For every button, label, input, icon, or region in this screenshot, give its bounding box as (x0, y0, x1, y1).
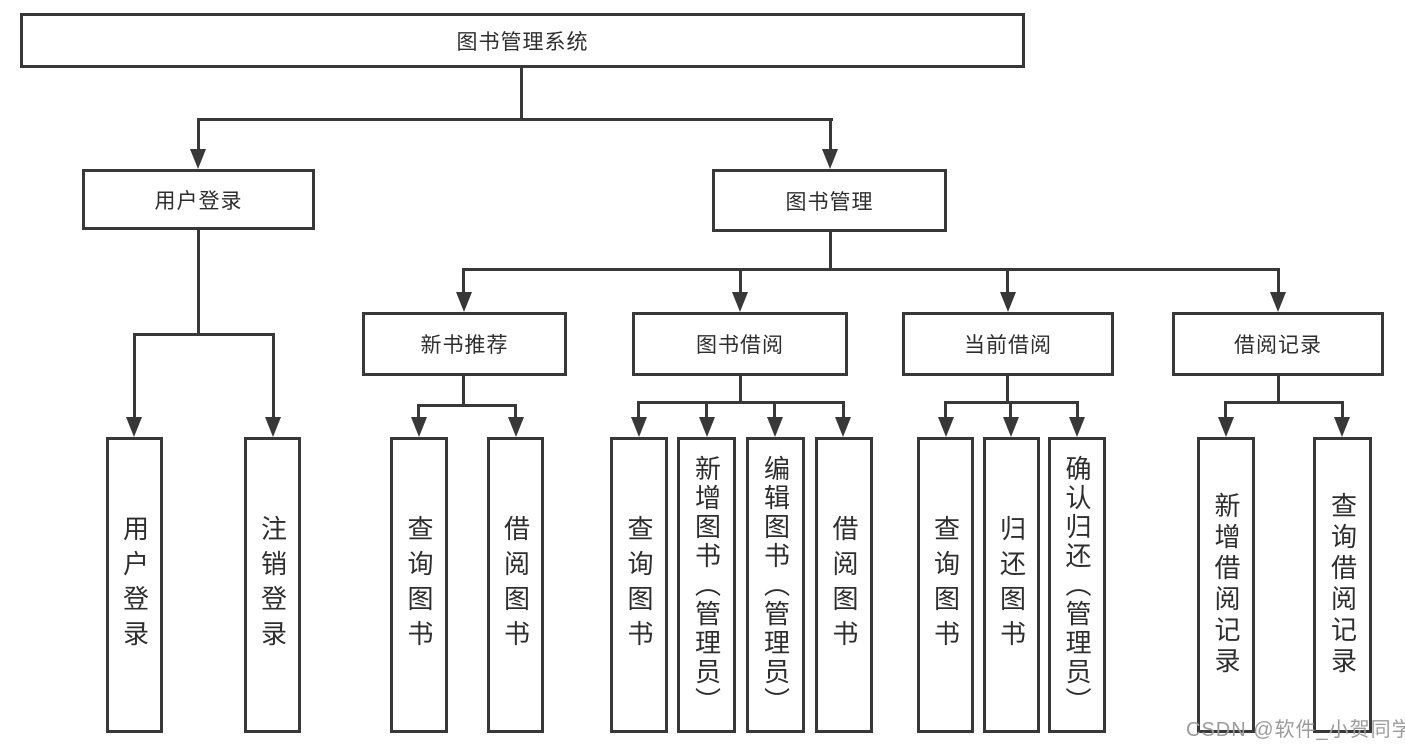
watermark: CSDN @软件_小贺同学 (1186, 719, 1405, 741)
connector-line (1224, 401, 1344, 404)
connector-line (1076, 401, 1079, 422)
root-node-label: 图书管理系统 (456, 30, 589, 54)
connector-line (829, 232, 832, 271)
arrow-down-icon (1334, 417, 1350, 437)
arrow-down-icon (190, 149, 206, 169)
leaf-node-query-books-recommend: 查询图书 (390, 437, 448, 733)
connector-line (1224, 401, 1227, 422)
arrow-down-icon (508, 417, 524, 437)
leaf-node-edit-book-admin: 编辑图书（管理员） (746, 437, 805, 733)
connector-line (417, 404, 420, 422)
connector-line (462, 268, 465, 298)
leaf-label: 新增借阅记录 (1211, 492, 1241, 678)
arrow-down-icon (1000, 292, 1016, 312)
arrow-down-icon (822, 149, 838, 169)
node-borrow-records: 借阅记录 (1172, 312, 1384, 376)
leaf-node-borrow-books: 借阅图书 (815, 437, 873, 733)
leaf-node-add-book-admin: 新增图书（管理员） (677, 437, 736, 733)
arrow-down-icon (126, 417, 142, 437)
leaf-node-query-books-borrow: 查询图书 (610, 437, 668, 733)
connector-line (1009, 401, 1012, 422)
node-label: 当前借阅 (964, 334, 1052, 357)
arrow-down-icon (1270, 292, 1286, 312)
connector-line (739, 268, 742, 298)
connector-line (462, 268, 1280, 271)
node-label: 借阅记录 (1234, 334, 1322, 357)
node-label: 图书管理 (785, 190, 874, 214)
arrow-down-icon (1069, 417, 1085, 437)
leaf-label: 确认归还（管理员） (1062, 454, 1092, 716)
leaf-node-borrow-books-recommend: 借阅图书 (487, 437, 544, 733)
connector-line (1006, 268, 1009, 298)
connector-line (944, 401, 947, 422)
connector-line (842, 401, 845, 422)
arrow-down-icon (938, 417, 954, 437)
connector-line (272, 333, 275, 422)
leaf-label: 新增图书（管理员） (691, 454, 722, 716)
leaf-label: 归还图书 (996, 515, 1027, 655)
connector-line (1277, 376, 1280, 404)
connector-line (705, 401, 708, 422)
leaf-label: 借阅图书 (829, 515, 859, 655)
node-label: 用户登录 (154, 189, 243, 213)
leaf-label: 注销登录 (257, 515, 288, 655)
connector-line (514, 404, 517, 422)
connector-line (637, 401, 640, 422)
leaf-label: 查询借阅记录 (1327, 492, 1358, 678)
connector-line (829, 118, 832, 154)
node-book-management: 图书管理 (712, 169, 947, 232)
arrow-down-icon (265, 417, 281, 437)
arrow-down-icon (411, 417, 427, 437)
leaf-label: 编辑图书（管理员） (760, 454, 791, 716)
arrow-down-icon (767, 417, 783, 437)
root-node-book-management-system: 图书管理系统 (20, 13, 1025, 68)
connector-line (197, 118, 200, 154)
arrow-down-icon (732, 292, 748, 312)
connector-line (197, 230, 200, 336)
connector-line (1341, 401, 1344, 422)
connector-line (637, 401, 845, 404)
leaf-label: 用户登录 (119, 515, 150, 655)
node-label: 新书推荐 (420, 334, 509, 357)
arrow-down-icon (631, 417, 647, 437)
node-label: 图书借阅 (696, 334, 784, 357)
connector-line (417, 404, 517, 407)
leaf-node-add-borrow-record: 新增借阅记录 (1197, 437, 1255, 733)
leaf-node-return-book: 归还图书 (983, 437, 1040, 733)
connector-line (773, 401, 776, 422)
leaf-label: 查询图书 (624, 515, 654, 655)
arrow-down-icon (1218, 417, 1234, 437)
connector-line (197, 118, 833, 121)
arrow-down-icon (1003, 417, 1019, 437)
leaf-node-user-login: 用户登录 (106, 437, 163, 733)
leaf-node-query-borrow-record: 查询借阅记录 (1313, 437, 1372, 733)
arrow-down-icon (835, 417, 851, 437)
node-book-borrow: 图书借阅 (632, 312, 848, 376)
connector-line (462, 376, 465, 407)
leaf-node-logout: 注销登录 (244, 437, 301, 733)
connector-line (1006, 376, 1009, 404)
connector-line (739, 376, 742, 404)
leaf-label: 查询图书 (930, 515, 961, 655)
connector-line (1277, 268, 1280, 298)
node-user-login: 用户登录 (82, 169, 315, 230)
connector-line (520, 68, 523, 121)
arrow-down-icon (456, 292, 472, 312)
leaf-label: 查询图书 (404, 515, 434, 655)
node-new-book-recommend: 新书推荐 (362, 312, 567, 376)
leaf-node-confirm-return-admin: 确认归还（管理员） (1048, 437, 1106, 733)
connector-line (133, 333, 275, 336)
connector-line (133, 333, 136, 422)
node-current-borrow: 当前借阅 (902, 312, 1114, 376)
arrow-down-icon (699, 417, 715, 437)
leaf-node-query-books-current: 查询图书 (917, 437, 974, 733)
leaf-label: 借阅图书 (500, 515, 531, 655)
